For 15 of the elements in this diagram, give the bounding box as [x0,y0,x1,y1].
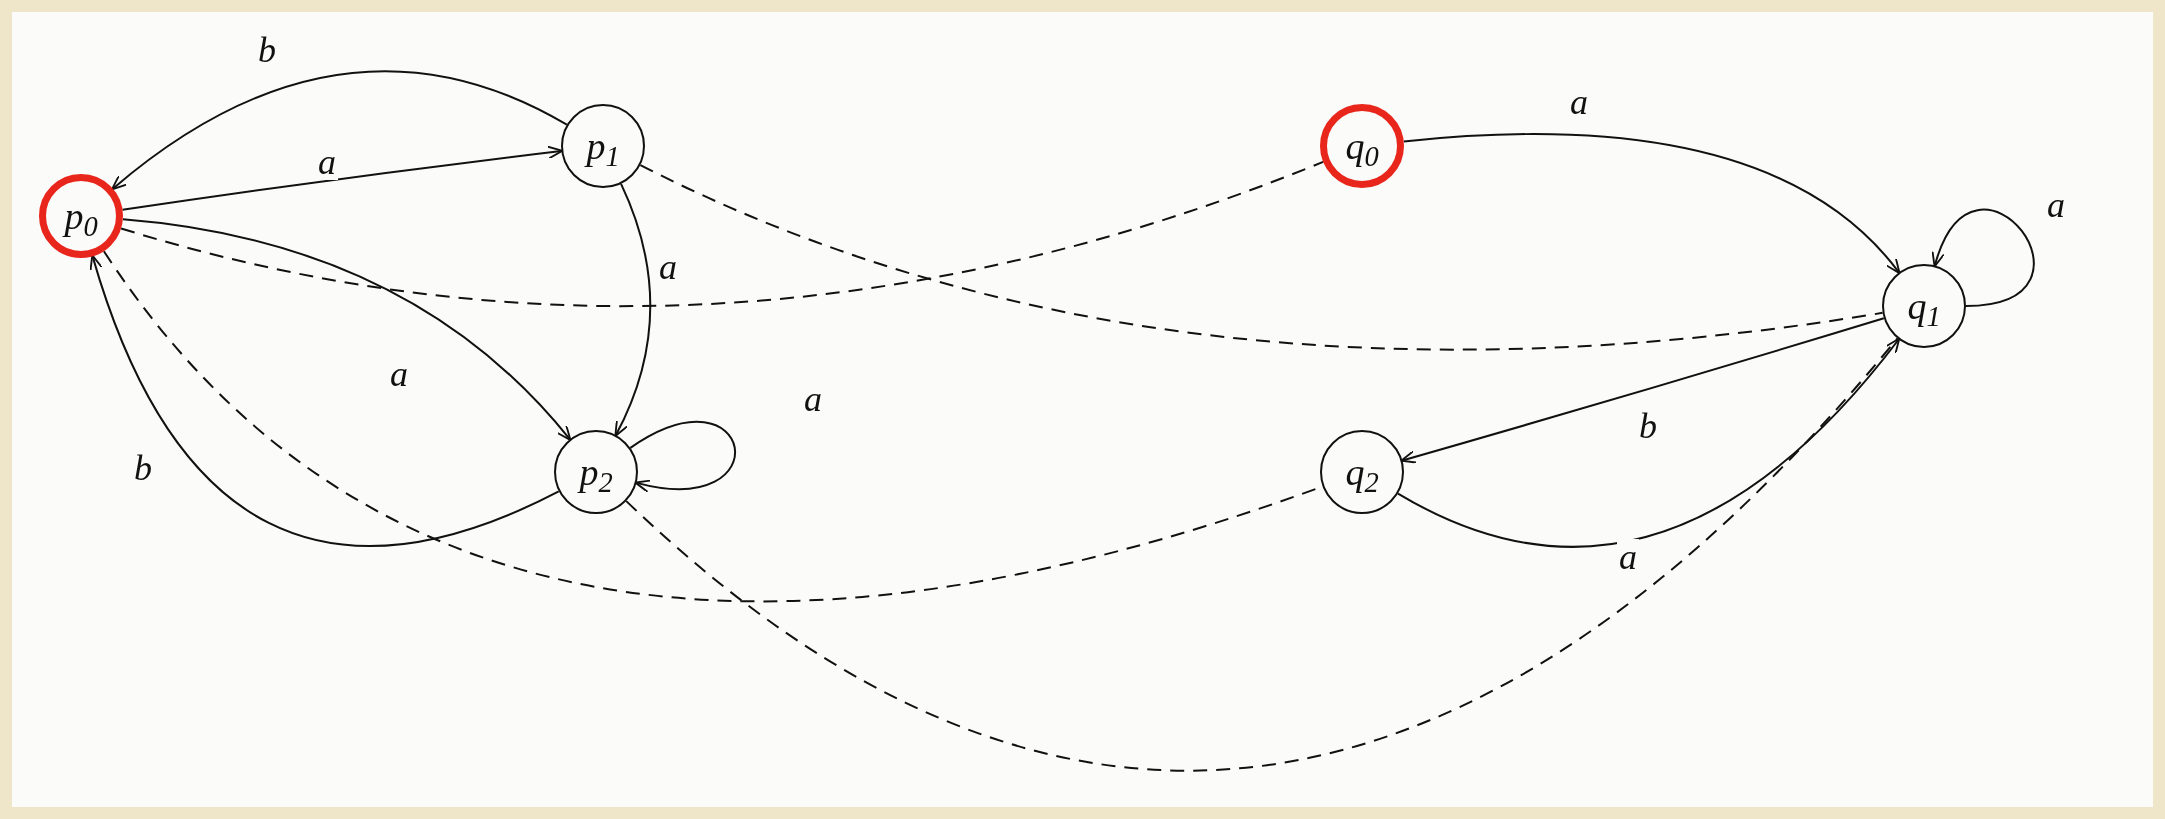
state-name: p$_{2}$ [579,453,613,491]
arrow [614,182,652,437]
state-name: p$_{1}$ [586,127,620,165]
state-name: p$_{0}$ [64,197,98,235]
arrow [1397,337,1901,548]
arrow [111,70,568,191]
arrow [629,421,736,492]
arrow [121,218,572,441]
state-name: q$_{2}$ [1345,453,1379,491]
dashed-line [639,164,1884,351]
state-name: q$_{1}$ [1907,287,1941,325]
state-name: q$_{0}$ [1345,127,1379,165]
arrow [1933,209,2035,307]
arrow [1402,133,1901,275]
dashed-line [625,337,1899,771]
